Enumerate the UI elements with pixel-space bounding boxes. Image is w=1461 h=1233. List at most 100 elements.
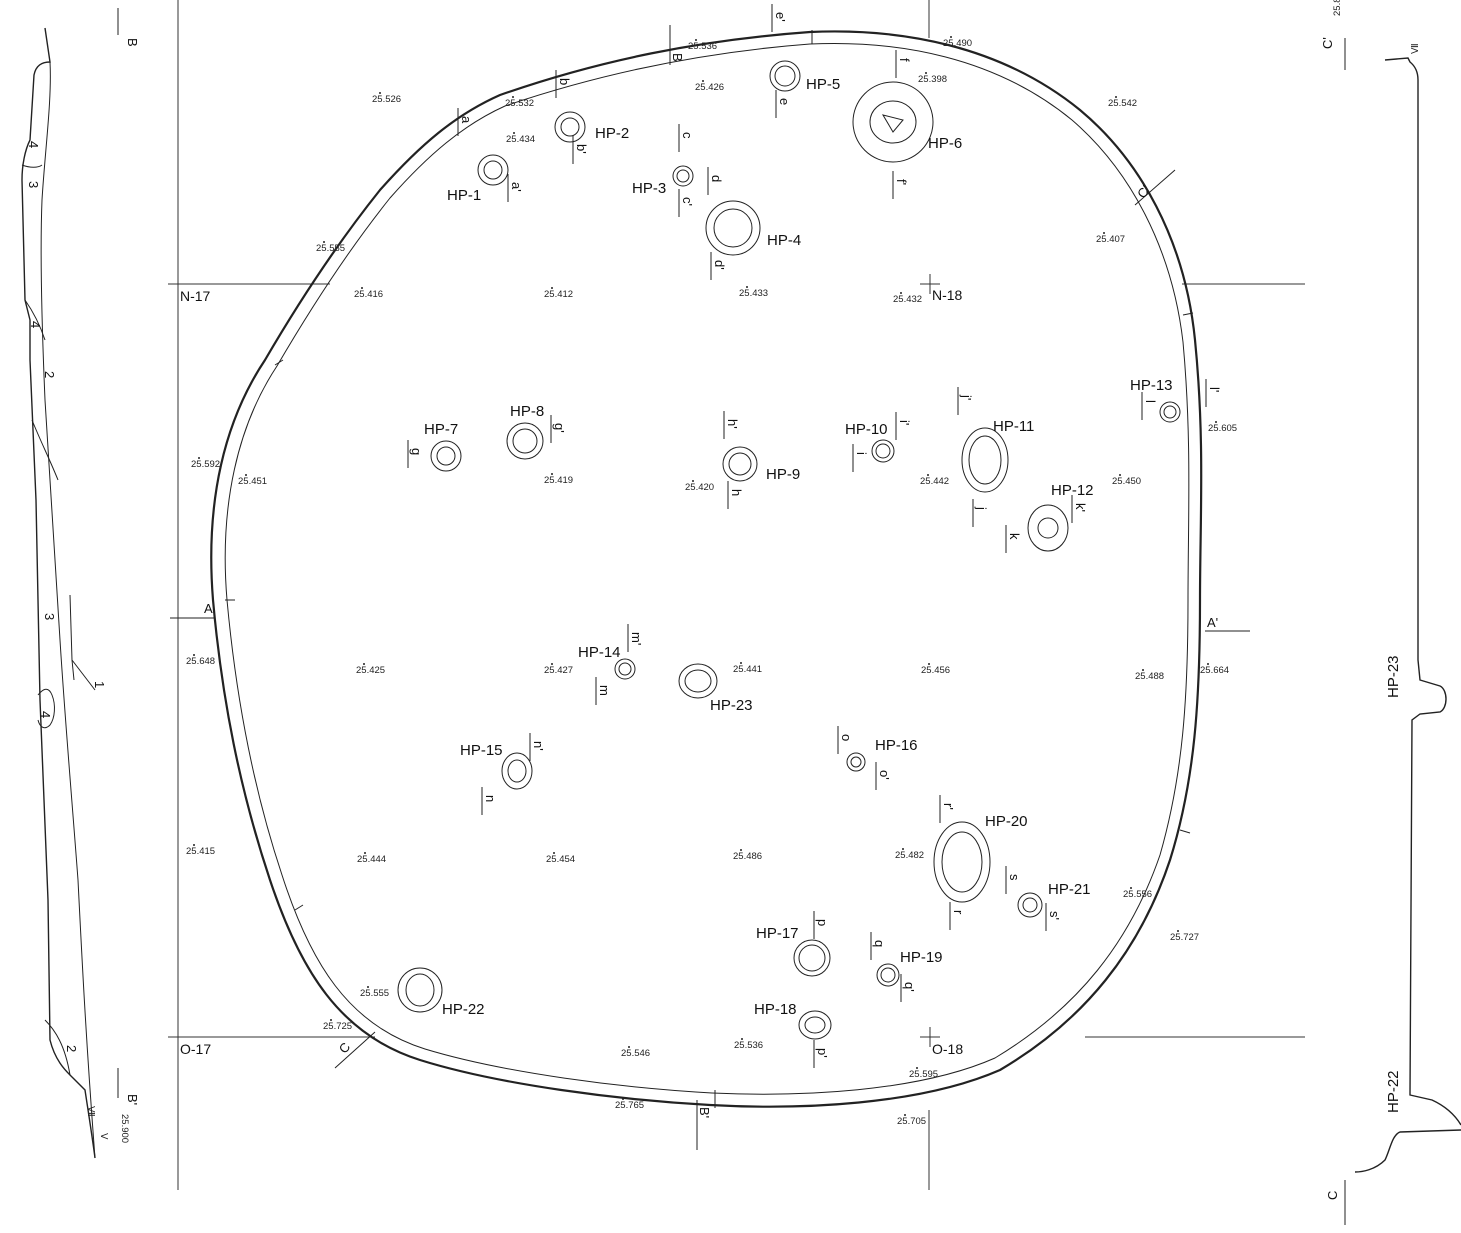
elevation-dot (702, 80, 704, 82)
posthole-hp-23: HP-23 (678, 663, 753, 714)
posthole-label: HP-4 (767, 232, 801, 249)
elevation-dot (551, 663, 553, 665)
elevation-dot (740, 849, 742, 851)
posthole-label: HP-19 (900, 949, 943, 966)
elevation-points: aa'bb'cc'dd'ee'ff'gg'hh'ii'jj'kk'll'mm'n… (186, 4, 1237, 1127)
posthole-hp-3: HP-3 (632, 165, 694, 197)
elevation-dot (198, 457, 200, 459)
elevation-dot (1142, 669, 1144, 671)
posthole-inner (728, 452, 752, 476)
posthole-label: HP-12 (1051, 482, 1094, 499)
right-section-c: C (1325, 1191, 1340, 1200)
elevation-dot (361, 287, 363, 289)
posthole-label: HP-3 (632, 180, 666, 197)
posthole-outer (933, 821, 991, 903)
elevation-value: 25.592 (191, 459, 220, 470)
posthole-hp-4: HP-4 (705, 200, 801, 256)
elevation-dot (950, 36, 952, 38)
elevation-value: 25.426 (695, 82, 724, 93)
left-layer-4-bottom: 4 (38, 711, 53, 718)
posthole-inner (405, 973, 435, 1007)
posthole-inner (483, 160, 503, 180)
elevation-value: 25.456 (921, 665, 950, 676)
posthole-inner (436, 446, 456, 466)
elevation-dot (364, 852, 366, 854)
posthole-label: HP-18 (754, 1001, 797, 1018)
posthole-label: HP-5 (806, 76, 840, 93)
elevation-dot (512, 96, 514, 98)
section-letter: q' (902, 982, 917, 992)
elevation-dot (245, 474, 247, 476)
posthole-outer (1017, 892, 1043, 918)
posthole-outer (430, 440, 462, 472)
section-letter: b' (574, 144, 589, 154)
posthole-inner (618, 662, 632, 676)
elevation-dot (928, 663, 930, 665)
right-roman-vii: Ⅶ (1410, 43, 1421, 54)
posthole-label: HP-22 (442, 1001, 485, 1018)
elevation-value: 25.664 (1200, 665, 1229, 676)
posthole-hp-15: HP-15 (460, 742, 533, 790)
section-letter: a' (509, 182, 524, 192)
posthole-hp-12: HP-12 (1027, 482, 1094, 552)
posthole-label: HP-9 (766, 466, 800, 483)
section-label-a-prime: A' (1207, 615, 1218, 630)
section-letter: n (483, 795, 498, 802)
posthole-hp-17: HP-17 (756, 925, 831, 977)
elevation-dot (1103, 232, 1105, 234)
section-letter: c' (680, 197, 695, 206)
elevation-dot (916, 1067, 918, 1069)
section-letter: f (897, 58, 912, 62)
posthole-inner (1022, 897, 1038, 913)
elevation-dot (1119, 474, 1121, 476)
section-letter: r' (941, 803, 956, 810)
section-letter: l (1143, 400, 1158, 403)
left-layer-2-bottom: 2 (64, 1045, 79, 1052)
posthole-hp-5: HP-5 (769, 60, 840, 93)
elevation-value: 25.556 (1123, 889, 1152, 900)
section-label-b: B (670, 53, 685, 62)
grid-label-n18: N-18 (932, 287, 963, 303)
elevation-value: 25.412 (544, 289, 573, 300)
elevation-value: 25.454 (546, 854, 575, 865)
right-section-elev: 25.80 (1332, 0, 1343, 16)
elevation-dot (902, 848, 904, 850)
elevation-value: 25.433 (739, 288, 768, 299)
pit-outline (210, 30, 1203, 1108)
section-letter: n' (531, 741, 546, 751)
elevation-value: 25.432 (893, 294, 922, 305)
posthole-hp-22: HP-22 (397, 967, 485, 1018)
left-layer-3-top: 3 (26, 181, 41, 188)
posthole-label: HP-15 (460, 742, 503, 759)
elevation-value: 25.536 (688, 41, 717, 52)
posthole-outer (705, 200, 761, 256)
elevation-value: 25.450 (1112, 476, 1141, 487)
elevation-dot (551, 287, 553, 289)
section-letter: p (815, 919, 830, 926)
posthole-outer (722, 446, 758, 482)
elevation-value: 25.444 (357, 854, 386, 865)
section-letter: m' (629, 632, 644, 645)
right-section-c-prime: C' (1320, 37, 1335, 49)
left-section-b-prime: B' (125, 1094, 140, 1105)
elevation-value: 25.555 (316, 243, 345, 254)
section-letter: b (557, 78, 572, 85)
elevation-dot (551, 473, 553, 475)
elevation-value: 25.434 (506, 134, 535, 145)
grid-lines (168, 0, 1305, 1190)
section-letter: q (872, 940, 887, 947)
elevation-value: 25.526 (372, 94, 401, 105)
section-letter: i (854, 452, 869, 455)
elevation-value: 25.595 (909, 1069, 938, 1080)
posthole-hp-18: HP-18 (754, 1001, 832, 1040)
posthole-label: HP-21 (1048, 881, 1091, 898)
elevation-dot (746, 286, 748, 288)
section-letter: o' (877, 770, 892, 780)
elevation-dot (622, 1098, 624, 1100)
posthole-outer (678, 663, 718, 699)
elevation-dot (925, 72, 927, 74)
posthole-label: HP-10 (845, 421, 888, 438)
left-layer-2-mid: 2 (42, 371, 57, 378)
section-letter: f' (894, 179, 909, 185)
left-layer-1: 1 (92, 681, 107, 688)
